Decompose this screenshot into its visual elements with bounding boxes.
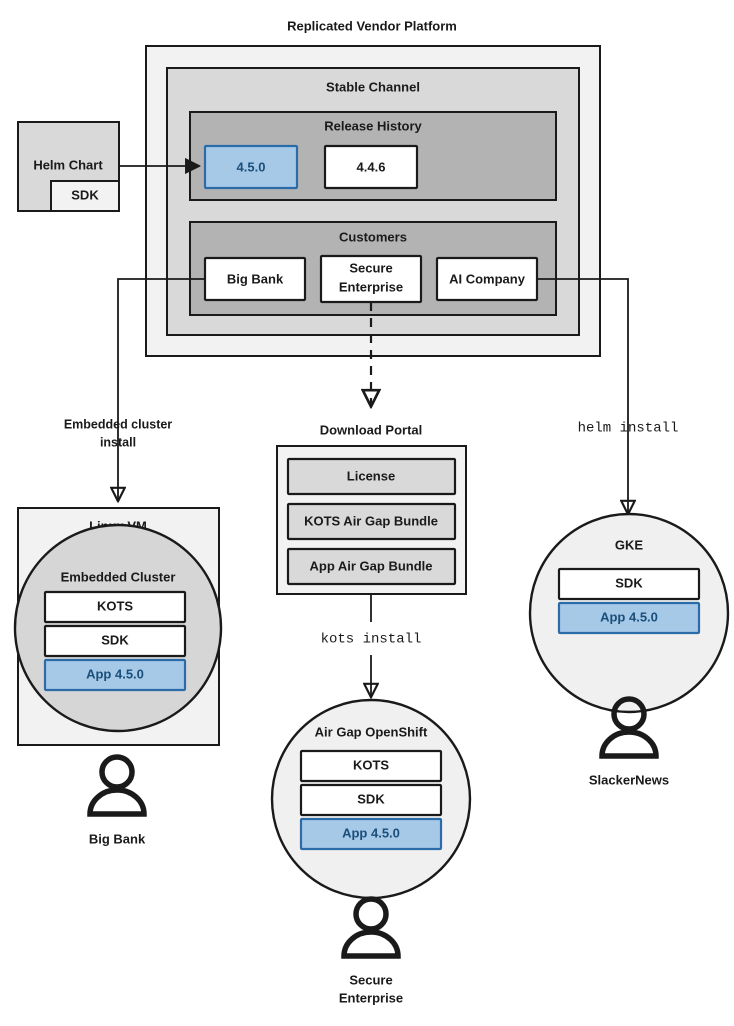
page-title: Replicated Vendor Platform (287, 18, 457, 33)
helm-chart-sdk-label: SDK (71, 187, 99, 202)
artifact-license[interactable] (286, 457, 457, 496)
gke-title: GKE (615, 537, 644, 552)
artifact-app-air-gap-bundle[interactable] (286, 547, 457, 586)
connector-ai-company-to-gke (537, 278, 628, 513)
artifact-label: App Air Gap Bundle (309, 558, 432, 573)
download-portal-title: Download Portal (320, 422, 423, 437)
person-icon (341, 896, 401, 959)
person-icon (87, 754, 147, 817)
helm-chart-sdk-box[interactable] (50, 180, 120, 212)
component-sdk[interactable] (43, 624, 187, 658)
connector-label-helm-install: helm install (578, 421, 679, 437)
artifact-label: License (347, 468, 395, 483)
connector-big-bank-to-linux-vm (118, 278, 205, 500)
customers-title: Customers (339, 229, 407, 244)
artifact-label: KOTS Air Gap Bundle (304, 513, 438, 528)
connector-label-embedded-install-line2: install (100, 435, 136, 449)
release-history-title: Release History (324, 118, 422, 133)
target-air-gap-openshift: Air Gap OpenShift KOTS SDK App 4.5.0 Sec… (270, 698, 472, 1005)
component-label: KOTS (97, 598, 133, 613)
target-gke: GKE SDK App 4.5.0 SlackerNews (528, 512, 730, 787)
component-kots[interactable] (299, 749, 443, 783)
component-label: SDK (615, 575, 643, 590)
customer-label-line2: Enterprise (339, 279, 403, 294)
component-label: SDK (357, 791, 385, 806)
embedded-cluster-title: Embedded Cluster (61, 569, 176, 584)
release-version-label: 4.5.0 (237, 159, 266, 174)
component-kots[interactable] (43, 590, 187, 624)
stable-channel-title: Stable Channel (326, 79, 420, 94)
component-app[interactable] (299, 817, 443, 851)
component-label: App 4.5.0 (342, 825, 400, 840)
air-gap-openshift-title: Air Gap OpenShift (315, 724, 428, 739)
customer-name-label-line2: Enterprise (339, 990, 403, 1005)
customer-name-label: Secure (349, 972, 392, 987)
component-sdk[interactable] (299, 783, 443, 817)
component-label: App 4.5.0 (600, 609, 658, 624)
customer-label: Secure (349, 260, 392, 275)
person-icon (599, 696, 659, 759)
release-card-4-5-0[interactable] (203, 144, 299, 190)
component-app[interactable] (557, 601, 701, 635)
component-sdk[interactable] (557, 567, 701, 601)
customer-label: Big Bank (227, 271, 284, 286)
customer-name-label: Big Bank (89, 831, 146, 846)
artifact-kots-air-gap-bundle[interactable] (286, 502, 457, 541)
component-label: SDK (101, 632, 129, 647)
customer-name-label: SlackerNews (589, 772, 669, 787)
component-app[interactable] (43, 658, 187, 692)
connector-label-embedded-install: Embedded cluster (64, 417, 172, 431)
helm-chart-title: Helm Chart (33, 157, 103, 172)
component-label: App 4.5.0 (86, 666, 144, 681)
component-label: KOTS (353, 757, 389, 772)
customer-label: AI Company (449, 271, 526, 286)
release-card-4-4-6[interactable] (323, 144, 419, 190)
connector-label-kots-install: kots install (321, 632, 422, 648)
target-linux-vm: Linux VM Embedded Cluster KOTS SDK App 4… (13, 507, 223, 846)
release-version-label: 4.4.6 (357, 159, 386, 174)
